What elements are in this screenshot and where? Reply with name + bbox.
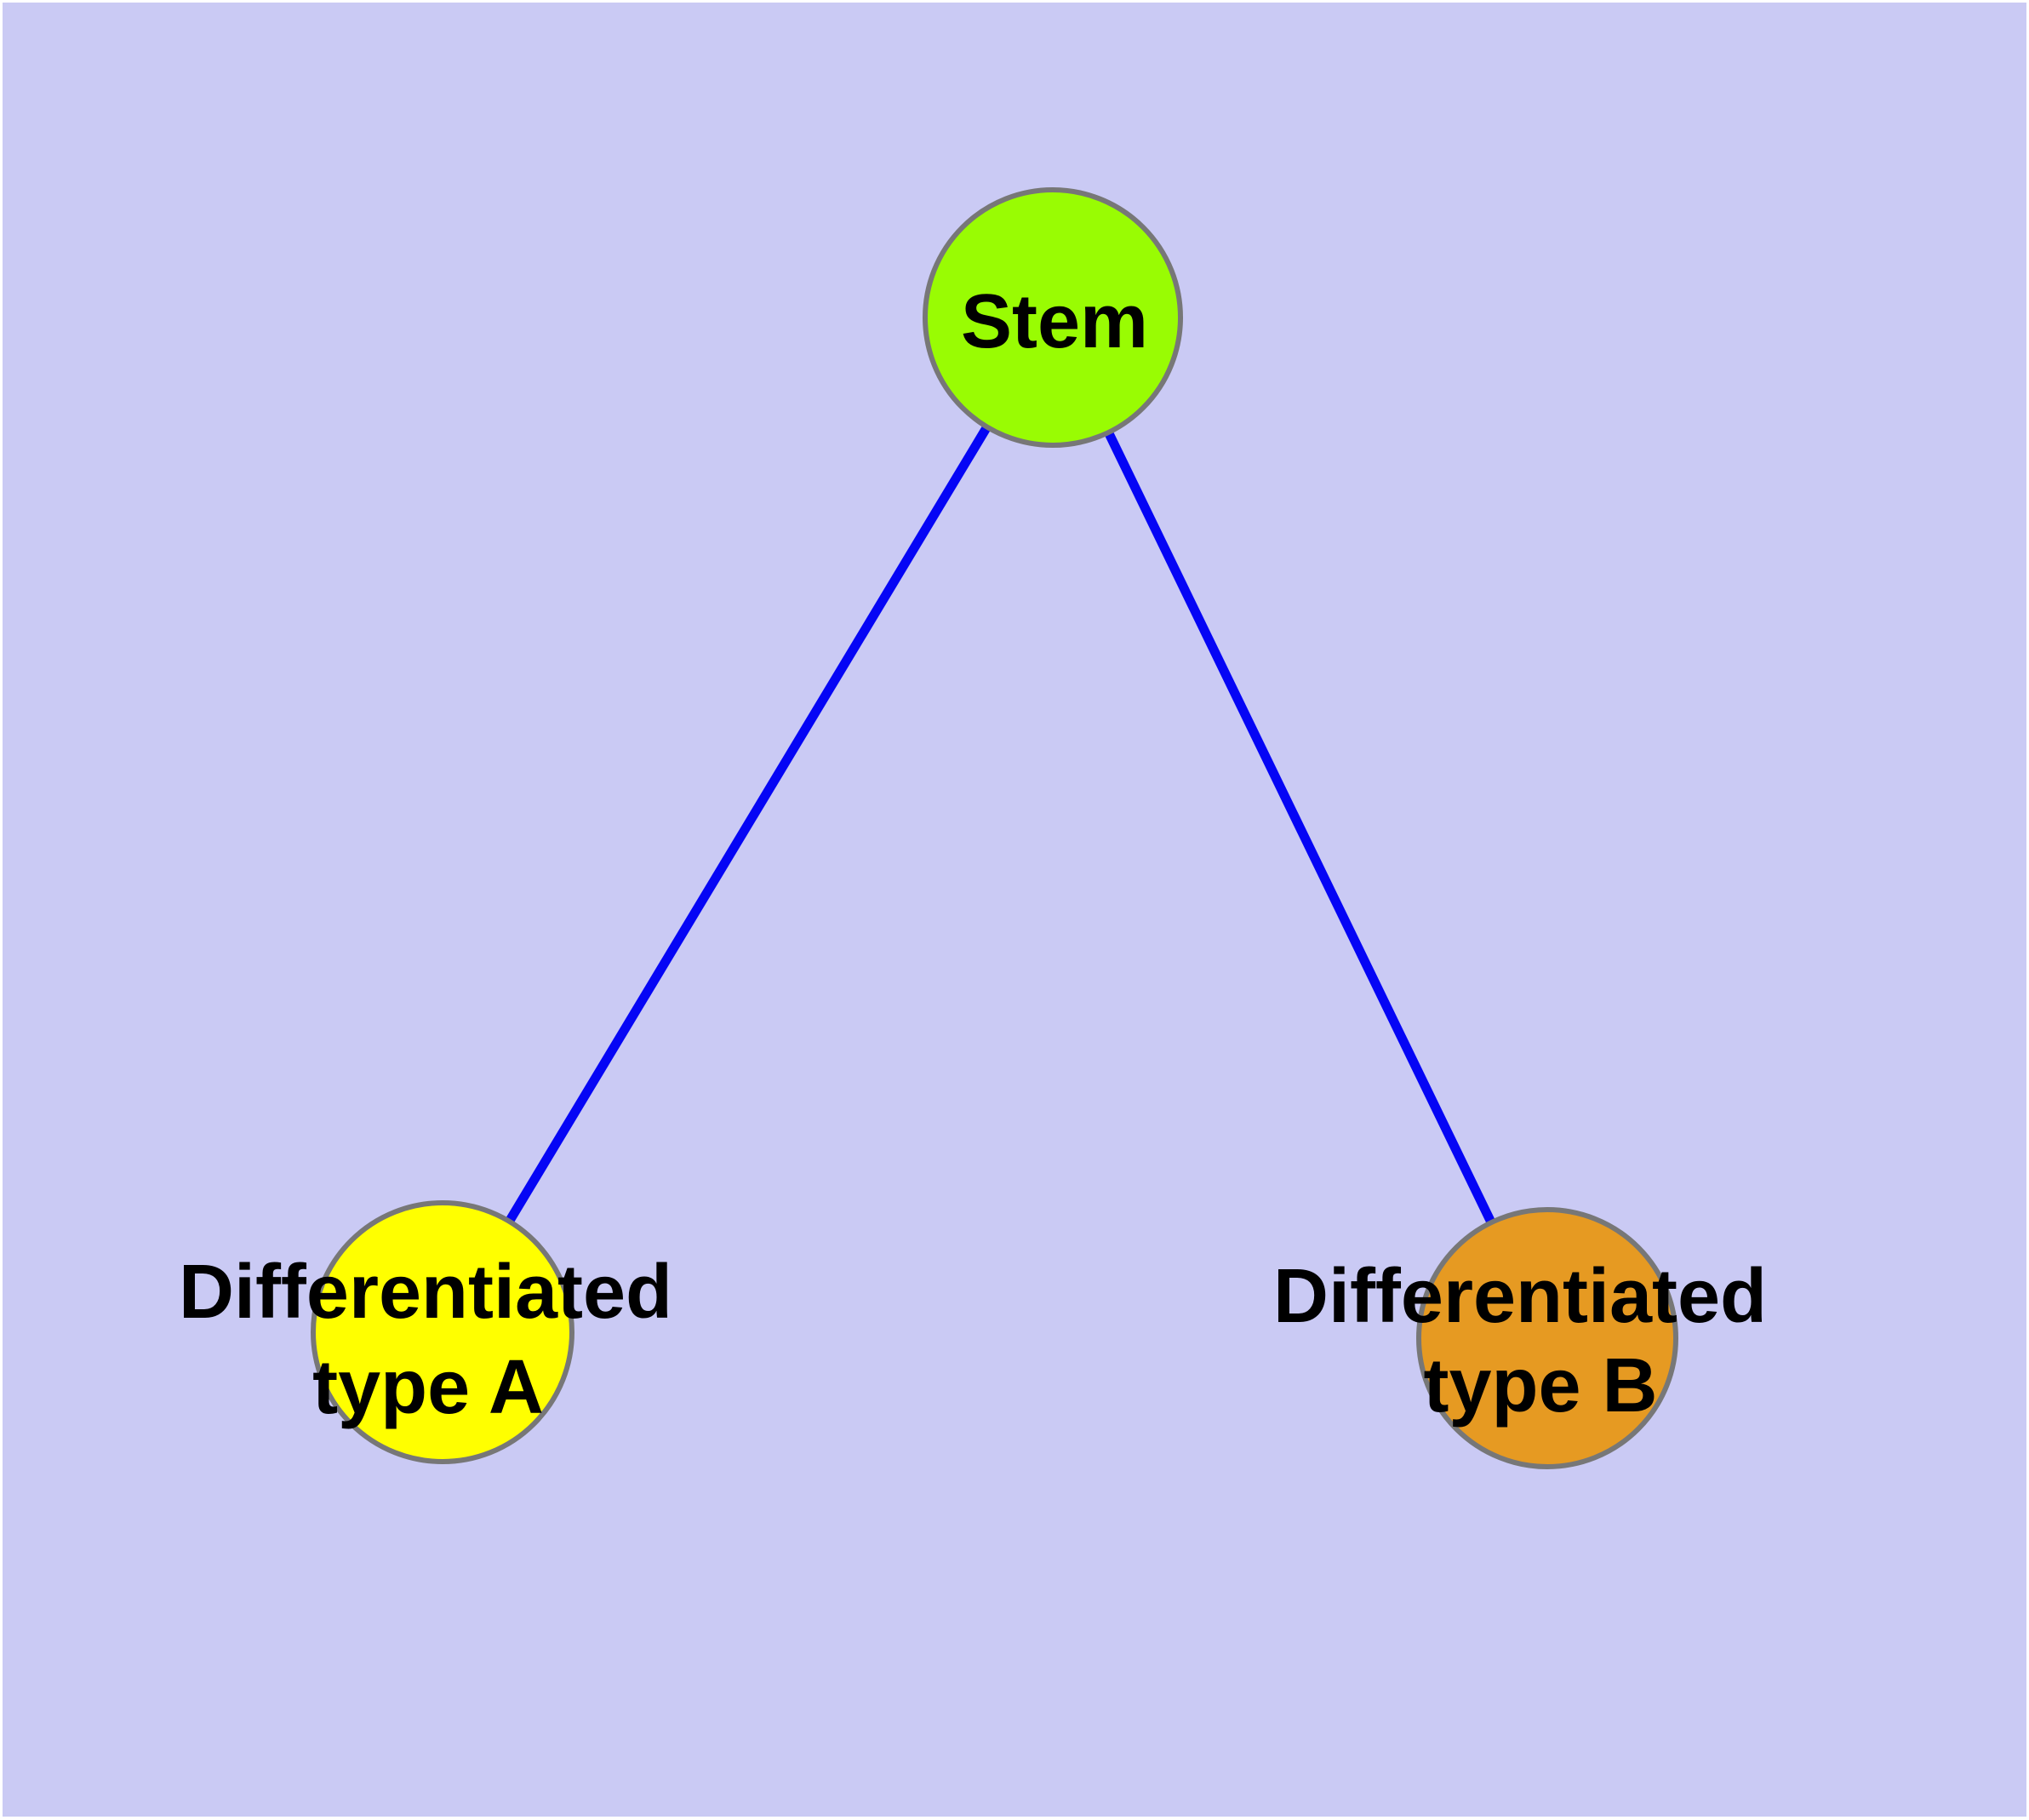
node-type-a-label-line2: type A (312, 1345, 544, 1430)
node-differentiated-type-b (1416, 1207, 1678, 1469)
node-differentiated-type-a (311, 1200, 574, 1464)
node-type-a-label-line1: Differentiated (179, 1250, 672, 1335)
node-stem (923, 187, 1183, 448)
node-type-b-label-line1: Differentiated (1273, 1254, 1767, 1339)
edge-stem-to-type-a (438, 315, 1057, 1335)
node-type-b-label-line2: type B (1423, 1343, 1657, 1428)
edge-stem-to-type-b (1049, 315, 1552, 1341)
node-stem-label: Stem (961, 279, 1148, 364)
